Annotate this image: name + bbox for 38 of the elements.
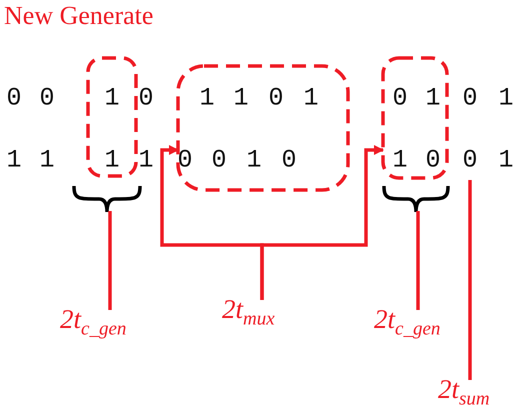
dashed-box [176,64,350,192]
binary-digit: 0 [462,86,478,110]
binary-digit: 0 [178,148,192,172]
binary-digit: 1 [138,148,154,172]
binary-digit: 0 [268,86,284,110]
binary-digit: 0 [6,86,22,110]
binary-digit: 0 [282,148,296,172]
leader-line [468,180,472,380]
binary-digit: 1 [246,148,262,172]
binary-digit: 0 [462,148,478,172]
binary-digit: 0 [426,148,440,172]
dashed-box [381,56,449,180]
binary-digit: 1 [392,148,408,172]
binary-digit: 1 [304,86,318,110]
leader-line [108,211,112,310]
delay-label: 2t$_{sum}$ [438,376,490,408]
title: New Generate [4,2,154,31]
delay-label: 2t$_{c_gen}$ [374,306,440,338]
binary-digit: 0 [138,86,154,110]
binary-digit: 1 [104,148,120,172]
binary-digit: 1 [40,148,54,172]
arrow [260,145,384,300]
binary-digit: 1 [6,148,22,172]
binary-digit: 0 [212,148,226,172]
binary-digit: 0 [392,86,408,110]
binary-digit: 1 [200,86,214,110]
binary-digit: 1 [426,86,440,110]
binary-digit: 1 [498,148,514,172]
binary-digit: 1 [104,86,120,110]
binary-digit: 1 [234,86,248,110]
curly-brace [72,186,142,214]
curly-brace [382,186,450,214]
delay-label: 2t$_{mux}$ [222,296,275,328]
delay-label: 2t$_{c_gen}$ [60,306,126,338]
binary-digit: 1 [498,86,514,110]
binary-digit: 0 [40,86,54,110]
leader-line [416,211,420,310]
dashed-box [86,56,138,178]
